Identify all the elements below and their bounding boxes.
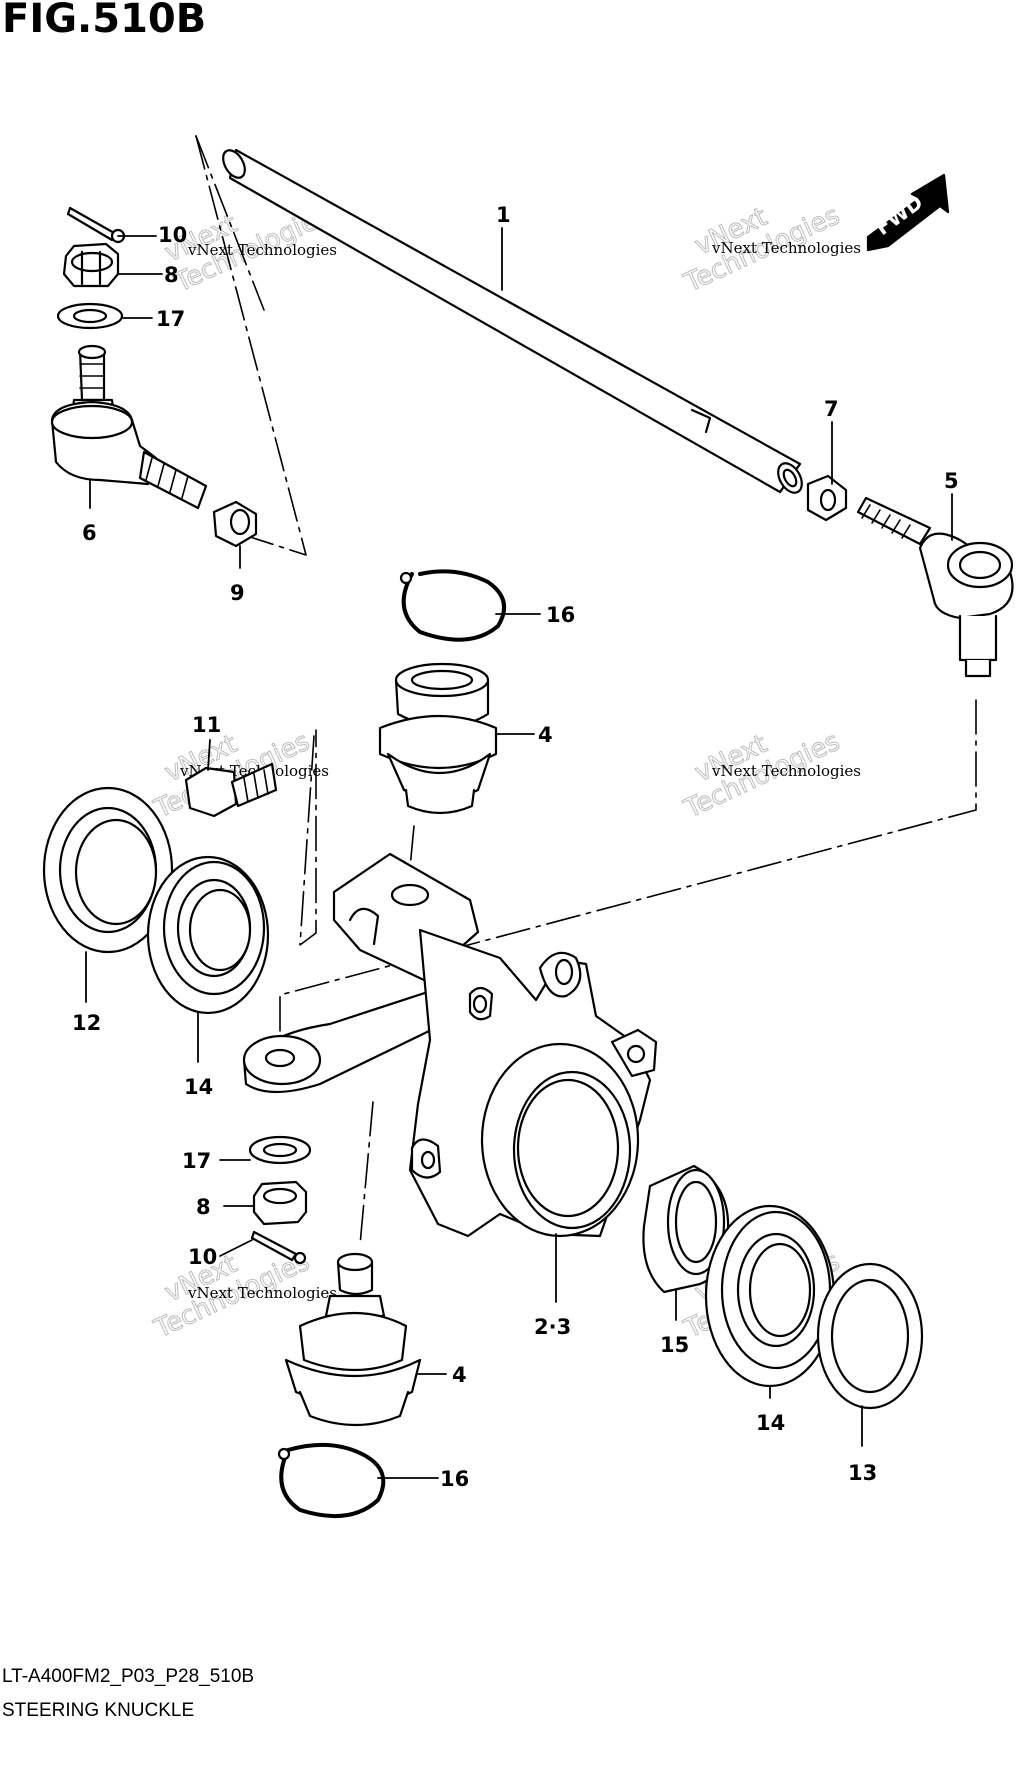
svg-text:vNext Technologies: vNext Technologies <box>711 239 861 257</box>
castle-nut-lower <box>252 1180 308 1226</box>
callout-7: 7 <box>824 397 839 421</box>
callout-11: 11 <box>192 713 221 737</box>
nut-7 <box>806 474 848 522</box>
callout-17-lower: 17 <box>182 1149 211 1173</box>
nut-9 <box>212 500 258 548</box>
steering-knuckle <box>242 852 658 1238</box>
callout-8-top: 8 <box>164 263 179 287</box>
callout-6: 6 <box>82 521 97 545</box>
callout-12: 12 <box>72 1011 101 1035</box>
cotter-pin-top <box>66 206 126 244</box>
bolt-11 <box>184 762 278 818</box>
oil-seal-left <box>42 786 174 954</box>
callout-10-lower: 10 <box>188 1245 217 1269</box>
oil-seal-right <box>816 1262 924 1410</box>
svg-text:vNext Technologies: vNext Technologies <box>711 762 861 780</box>
spacer-15 <box>642 1164 730 1294</box>
tie-rod <box>222 148 803 494</box>
circlip-top <box>399 569 507 642</box>
figure-code: LT-A400FM2_P03_P28_510B <box>2 1666 255 1687</box>
bearing-left <box>146 855 270 1015</box>
callout-9: 9 <box>230 581 245 605</box>
callout-14-left: 14 <box>184 1075 213 1099</box>
callout-1: 1 <box>496 203 511 227</box>
cotter-pin-lower <box>250 1230 307 1265</box>
tie-rod-end-left <box>50 344 208 510</box>
callout-17-top: 17 <box>156 307 185 331</box>
callout-16-lower: 16 <box>440 1467 469 1491</box>
callout-16-top: 16 <box>546 603 575 627</box>
circlip-lower <box>277 1442 386 1519</box>
fwd-arrow-icon: FWD <box>866 173 950 252</box>
washer-top <box>56 302 124 330</box>
callout-numbers: 1 7 5 10 8 17 6 9 16 4 11 12 14 17 8 10 … <box>72 203 959 1491</box>
figure-name: STEERING KNUCKLE <box>2 1700 195 1721</box>
callout-8-lower: 8 <box>196 1195 211 1219</box>
svg-text:vNext Technologies: vNext Technologies <box>187 241 337 259</box>
callout-14-right: 14 <box>756 1411 785 1435</box>
callout-2-3: 2·3 <box>534 1315 571 1339</box>
bearing-right <box>704 1204 836 1388</box>
castle-nut-top <box>62 242 120 288</box>
callout-5: 5 <box>944 469 959 493</box>
callout-4-lower: 4 <box>452 1363 467 1387</box>
callout-15: 15 <box>660 1333 689 1357</box>
ball-joint-lower <box>284 1252 422 1427</box>
callout-10-top: 10 <box>158 223 187 247</box>
washer-lower <box>248 1135 312 1165</box>
callout-4-upper: 4 <box>538 723 553 747</box>
leader-lines <box>85 227 953 1479</box>
ball-joint-upper <box>378 662 498 815</box>
callout-13: 13 <box>848 1461 877 1485</box>
svg-text:vNext Technologies: vNext Technologies <box>187 1284 337 1302</box>
tie-rod-end-right <box>856 496 1014 678</box>
figure-title: FIG.510B <box>2 0 207 42</box>
